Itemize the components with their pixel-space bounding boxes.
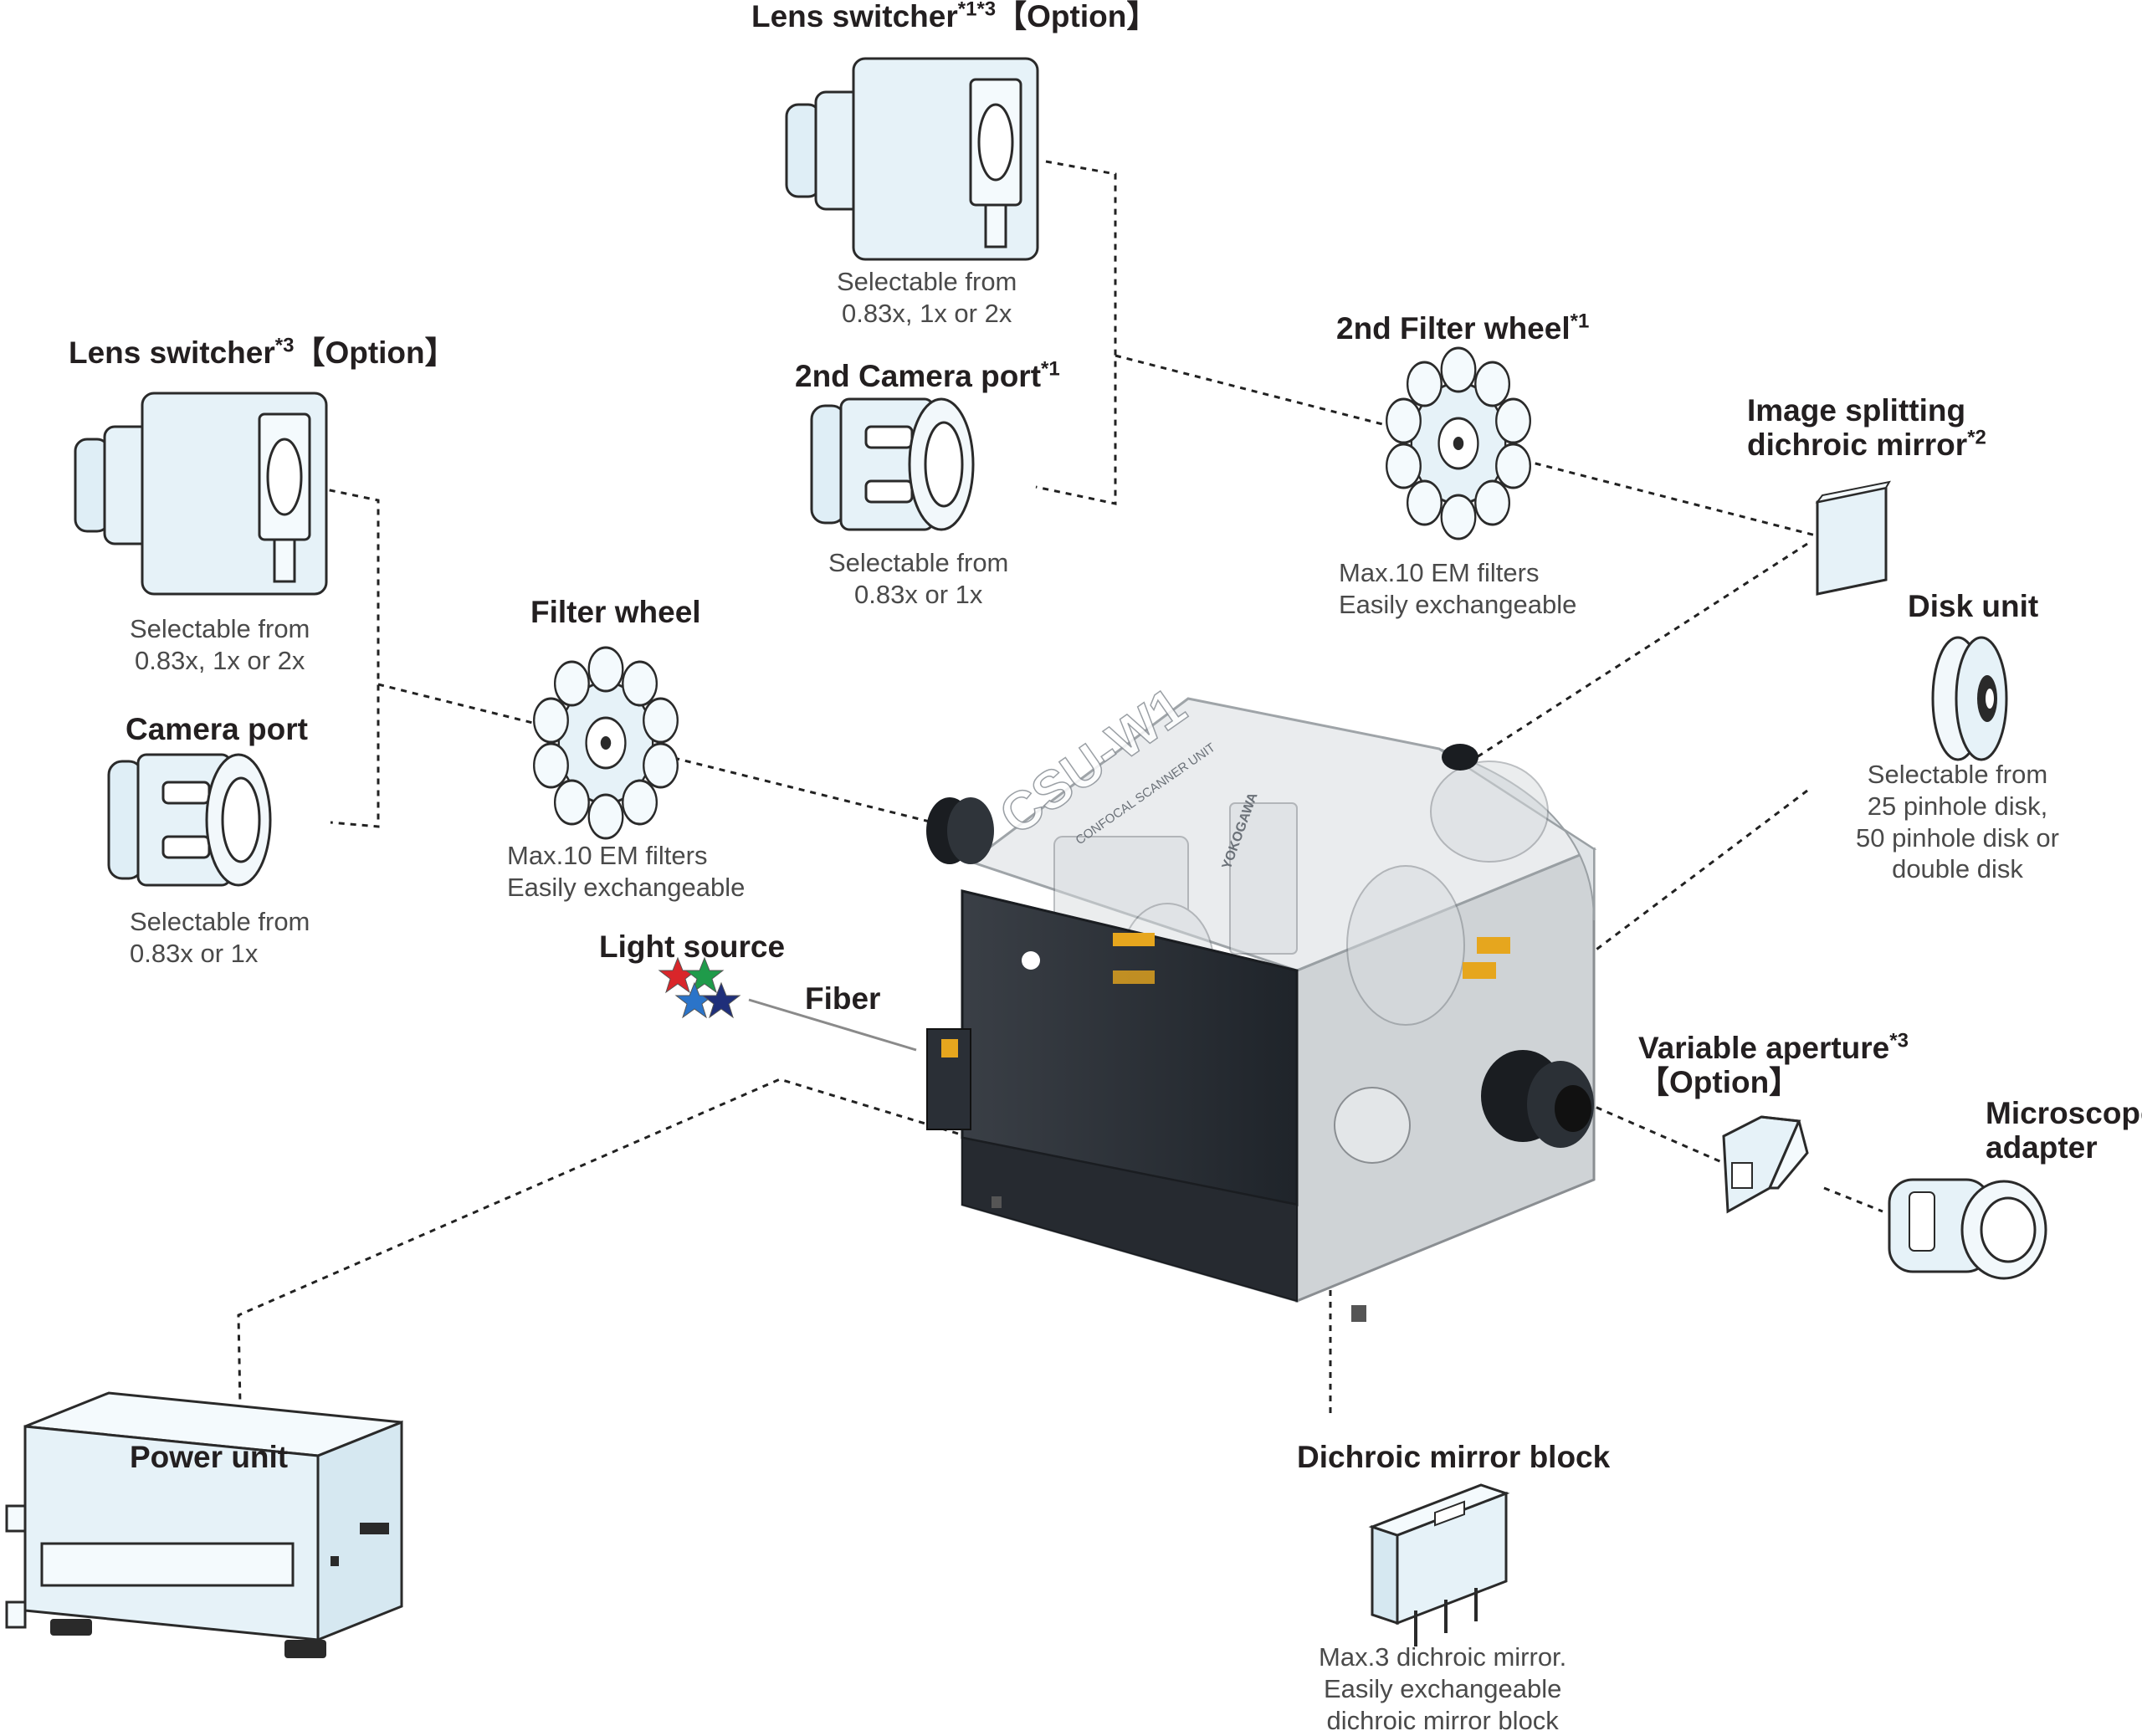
variable-aperture-label: Variable aperture <box>1638 1031 1890 1065</box>
lens-switcher-top-desc: Selectable from 0.83x, 1x or 2x <box>837 266 1017 330</box>
desc-line: Selectable from <box>130 907 310 936</box>
image-splitting-footnote: *2 <box>1967 427 1986 450</box>
lens-switcher-top-option: 【Option】 <box>996 0 1158 33</box>
desc-line: Max.10 EM filters <box>1339 558 1540 587</box>
microscope-adapter-label-1: Microscope <box>1986 1096 2142 1130</box>
filter-wheel-desc: Max.10 EM filters Easily exchangeable <box>507 840 745 904</box>
desc-line: double disk <box>1892 854 2023 884</box>
lens-switcher-left-title: Lens switcher*3【Option】 <box>69 334 456 371</box>
second-filter-wheel-title: 2nd Filter wheel*1 <box>1336 310 1590 346</box>
microscope-adapter-label-2: adapter <box>1986 1130 2098 1165</box>
second-filter-wheel-icon <box>1385 346 1532 540</box>
second-camera-port-footnote: *1 <box>1041 357 1060 381</box>
microscope-adapter-icon <box>1888 1178 2047 1280</box>
power-unit-icon <box>5 1391 403 1658</box>
filter-wheel-title: Filter wheel <box>530 595 701 630</box>
image-splitting-label-1: Image splitting <box>1747 393 1966 428</box>
desc-line: Max.10 EM filters <box>507 841 708 870</box>
second-filter-wheel-desc: Max.10 EM filters Easily exchangeable <box>1339 557 1576 621</box>
lens-switcher-left-option: 【Option】 <box>294 335 456 370</box>
second-camera-port-desc: Selectable from 0.83x or 1x <box>828 547 1008 611</box>
lens-switcher-left-icon <box>74 392 328 596</box>
dichroic-block-title: Dichroic mirror block <box>1297 1440 1611 1475</box>
lens-switcher-top-footnote: *1*3 <box>957 0 997 21</box>
desc-line: 0.83x, 1x or 2x <box>135 645 305 675</box>
desc-line: Easily exchangeable <box>507 872 746 902</box>
second-camera-port-label: 2nd Camera port <box>795 359 1042 393</box>
desc-line: dichroic mirror block <box>1326 1705 1559 1735</box>
disk-unit-desc: Selectable from 25 pinhole disk, 50 pinh… <box>1856 759 2059 885</box>
disk-unit-label: Disk unit <box>1908 589 2039 623</box>
camera-port-title: Camera port <box>126 712 308 747</box>
light-source-label: Light source <box>599 929 786 964</box>
variable-aperture-title: Variable aperture*3 【Option】 <box>1638 1031 1909 1100</box>
lens-switcher-left-desc: Selectable from 0.83x, 1x or 2x <box>130 613 310 677</box>
desc-line: 25 pinhole disk, <box>1867 791 2048 821</box>
desc-line: 0.83x or 1x <box>854 579 983 609</box>
lens-switcher-left-label: Lens switcher <box>69 335 275 370</box>
fiber-label: Fiber <box>805 981 881 1016</box>
filter-wheel-label: Filter wheel <box>530 595 701 629</box>
lens-switcher-top-icon <box>785 57 1039 261</box>
desc-line: Easily exchangeable <box>1339 589 1577 619</box>
camera-port-icon <box>107 753 272 887</box>
desc-line: Selectable from <box>828 548 1009 577</box>
light-source-title: Light source <box>599 929 786 965</box>
second-filter-wheel-footnote: *1 <box>1570 310 1590 333</box>
desc-line: Selectable from <box>837 267 1017 296</box>
camera-port-label: Camera port <box>126 712 308 746</box>
desc-line: 50 pinhole disk or <box>1856 822 2059 853</box>
variable-aperture-option: 【Option】 <box>1638 1065 1801 1100</box>
power-unit-label: Power unit <box>130 1440 289 1474</box>
variable-aperture-footnote: *3 <box>1889 1029 1909 1052</box>
lens-switcher-top-title: Lens switcher*1*3【Option】 <box>751 0 1157 34</box>
power-unit-title: Power unit <box>130 1440 289 1475</box>
lens-switcher-left-footnote: *3 <box>274 334 295 357</box>
microscope-adapter-title: Microscope adapter <box>1986 1096 2142 1165</box>
light-source-stars-icon <box>658 956 741 1019</box>
fiber-title: Fiber <box>805 981 881 1017</box>
dichroic-block-icon <box>1368 1483 1510 1646</box>
image-splitting-title: Image splitting dichroic mirror*2 <box>1747 393 1986 463</box>
lens-switcher-top-label: Lens switcher <box>751 0 958 33</box>
dichroic-mirror-icon <box>1815 480 1891 596</box>
fiber-cable <box>748 998 917 1052</box>
desc-line: Selectable from <box>1867 760 2048 789</box>
dichroic-block-desc: Max.3 dichroic mirror. Easily exchangeab… <box>1319 1641 1566 1736</box>
second-camera-port-icon <box>810 397 975 531</box>
desc-line: 0.83x, 1x or 2x <box>842 298 1012 328</box>
desc-line: Easily exchangeable <box>1323 1673 1562 1703</box>
desc-line: Selectable from <box>130 614 310 643</box>
disk-unit-icon <box>1931 636 2008 761</box>
second-filter-wheel-label: 2nd Filter wheel <box>1336 311 1571 346</box>
main-unit-illustration: CSU-W1 CONFOCAL SCANNER UNIT YOKOGAWA <box>926 675 1597 1322</box>
disk-unit-title: Disk unit <box>1908 589 2039 624</box>
camera-port-desc: Selectable from 0.83x or 1x <box>130 906 310 970</box>
desc-line: Max.3 dichroic mirror. <box>1319 1642 1567 1672</box>
second-camera-port-title: 2nd Camera port*1 <box>795 357 1060 394</box>
filter-wheel-icon <box>532 646 679 840</box>
dichroic-block-label: Dichroic mirror block <box>1297 1440 1611 1474</box>
image-splitting-label-2: dichroic mirror <box>1747 428 1968 463</box>
desc-line: 0.83x or 1x <box>130 938 259 968</box>
variable-aperture-icon <box>1722 1115 1809 1214</box>
